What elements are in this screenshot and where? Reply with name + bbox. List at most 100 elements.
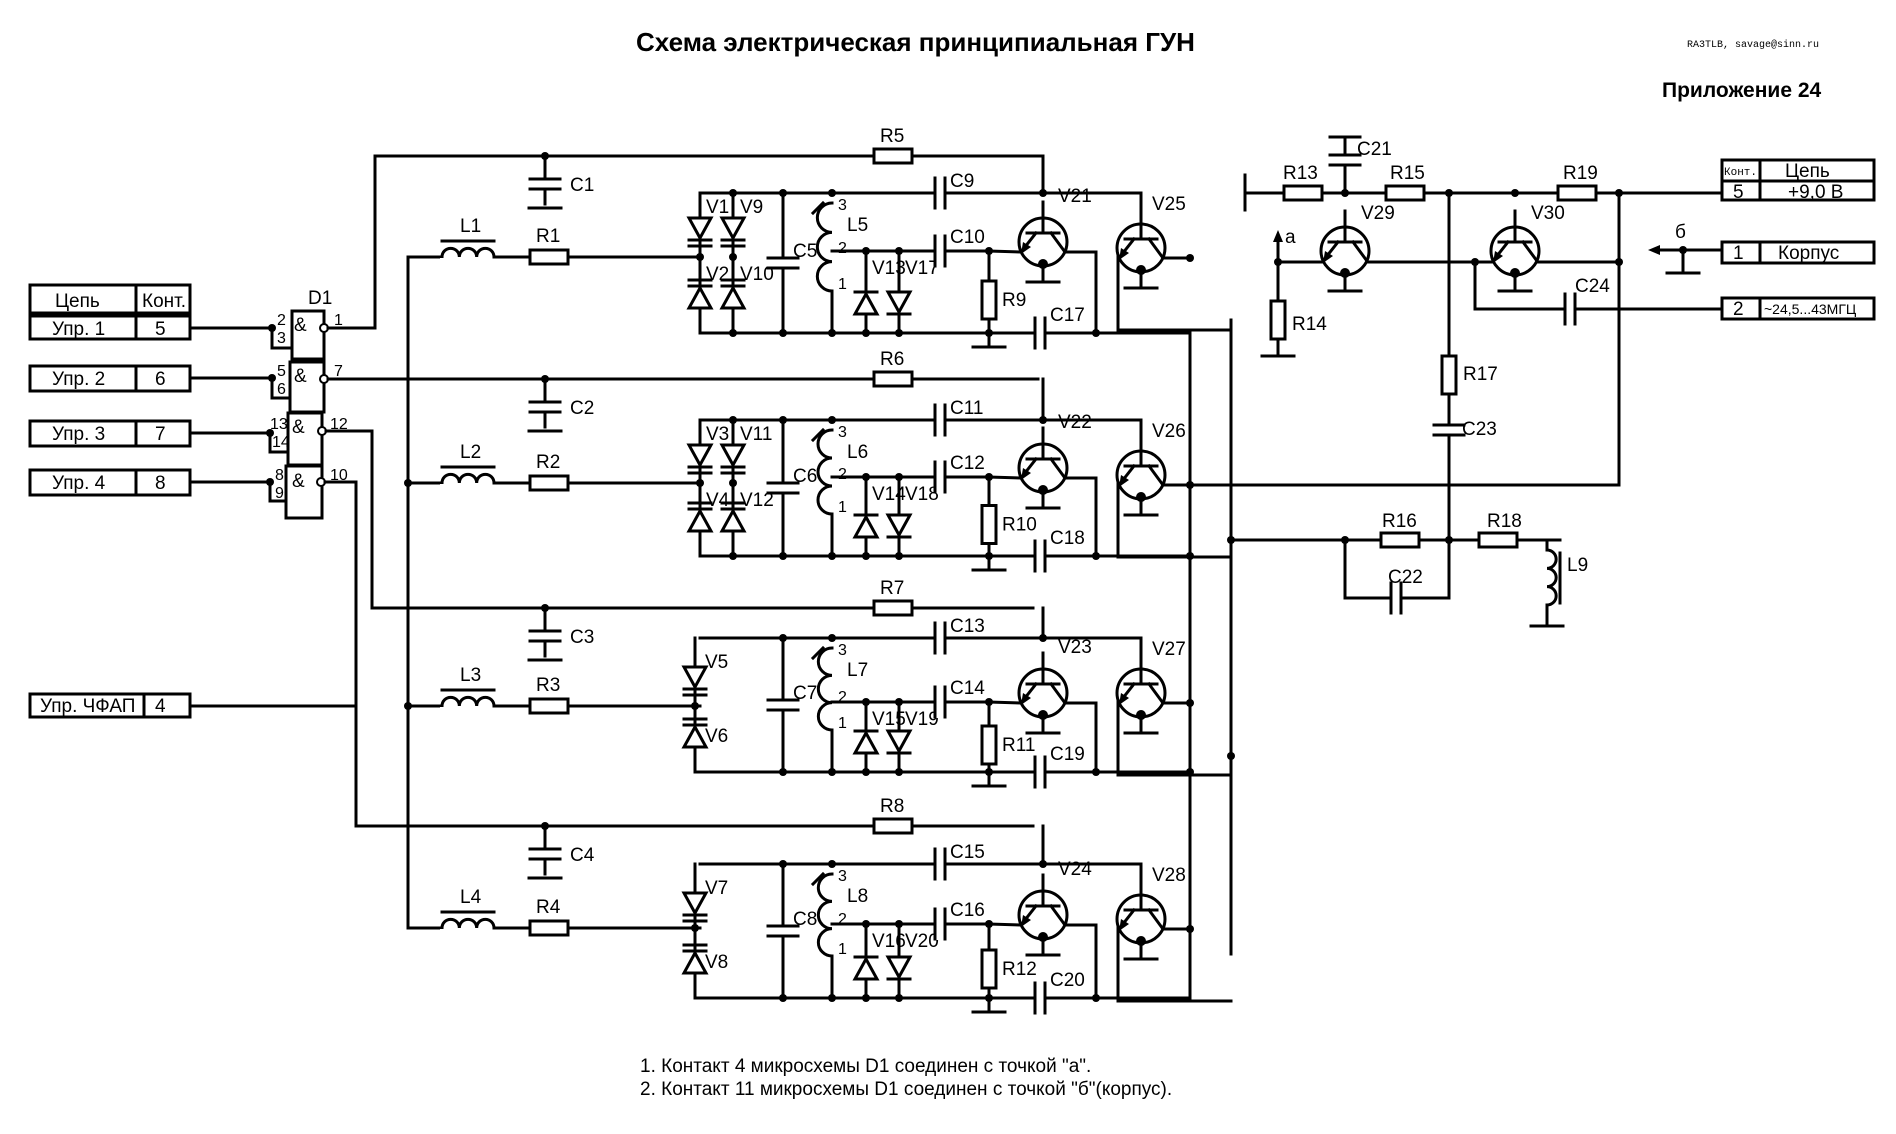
junction-dot	[828, 189, 836, 197]
component-label: C5	[793, 241, 817, 262]
varicap-symbol	[681, 943, 709, 975]
tap-label: 1	[838, 941, 847, 958]
junction-dot	[729, 416, 737, 424]
pin-label: 7	[334, 363, 343, 380]
capacitor-gap	[1329, 154, 1361, 166]
capacitor-symbol	[933, 460, 947, 494]
wire	[1116, 254, 1233, 332]
capacitor-gap	[767, 482, 799, 494]
junction-dot	[828, 860, 836, 868]
varicap-symbol	[719, 443, 747, 475]
component-label: L8	[847, 886, 868, 907]
component-label: V12	[740, 490, 774, 511]
emitter-arrow	[1119, 475, 1129, 487]
tuning-slug-icon	[810, 871, 826, 887]
wire	[1188, 191, 1621, 487]
pin-label: 14	[272, 434, 290, 451]
point-b-arrow	[1648, 245, 1660, 255]
component-label: C8	[793, 909, 817, 930]
component-label: C23	[1462, 419, 1497, 440]
chip-d1: D1 & & & & 2 3 1 5 6 7 13 14 12 8 9 10	[188, 154, 1045, 828]
component-label: C4	[570, 845, 595, 866]
component-label: V20	[905, 931, 939, 952]
wire	[1116, 925, 1233, 1003]
component-label: V24	[1058, 859, 1092, 880]
component-label: L1	[460, 216, 481, 237]
wire	[1041, 418, 1143, 437]
junction-dot	[1340, 268, 1350, 278]
wire	[1063, 250, 1098, 335]
component-label: R8	[880, 796, 904, 817]
diode-triangle	[852, 729, 880, 755]
capacitor-gap	[934, 848, 946, 880]
wire	[1515, 538, 1549, 552]
pin-label: 8	[275, 467, 284, 484]
capacitor-symbol	[1033, 539, 1047, 573]
tap-label: 1	[838, 715, 847, 732]
wire	[1041, 636, 1143, 655]
emitter-arrow	[1021, 915, 1031, 927]
table-row-net: Упр. 1	[52, 319, 105, 340]
capacitor-symbol	[933, 621, 947, 655]
junction-dot	[1136, 265, 1146, 275]
component-label: R13	[1283, 163, 1318, 184]
capacitor-gap	[767, 925, 799, 937]
component-label: L6	[847, 442, 868, 463]
resistor-symbol	[1556, 184, 1598, 202]
component-label: L7	[847, 660, 868, 681]
pin-label: 10	[330, 467, 348, 484]
resistor-symbol	[872, 817, 914, 835]
capacitor-gap	[934, 461, 946, 493]
diode-symbol	[885, 513, 913, 539]
resistor-symbol	[1379, 531, 1421, 549]
diode-triangle	[681, 665, 709, 691]
pin-label: 12	[330, 416, 348, 433]
component-label: R11	[1002, 735, 1035, 756]
capacitor-gap	[529, 178, 561, 190]
appendix-label: Приложение 24	[1662, 79, 1822, 102]
component-label: L3	[460, 665, 481, 686]
transistor-collector	[1520, 239, 1540, 264]
component-label: C11	[950, 398, 983, 419]
component-label: C17	[1050, 305, 1085, 326]
emitter-arrow	[1119, 248, 1129, 260]
component-label: V19	[905, 709, 939, 730]
transistor-V23	[1017, 651, 1069, 735]
diode-symbol	[852, 955, 880, 981]
inductor-coil	[816, 646, 834, 732]
junction-dot	[1038, 485, 1048, 495]
capacitor-gap	[934, 686, 946, 718]
inductor-symbol	[1545, 548, 1558, 607]
table-row-net: Упр. 3	[52, 424, 105, 445]
resistor-symbol	[1269, 299, 1287, 341]
capacitor-symbol	[933, 234, 947, 268]
component-label: C9	[950, 171, 974, 192]
inductor-symbol	[816, 428, 834, 516]
junction-dot	[1186, 552, 1194, 560]
component-label: C2	[570, 398, 594, 419]
component-label: V17	[905, 258, 939, 279]
capacitor-gap	[934, 908, 946, 940]
author-credit: RA3TLB, savage@sinn.ru	[1687, 39, 1819, 51]
inductor-symbol	[816, 646, 834, 732]
component-label: V16	[872, 931, 906, 952]
resistor-symbol	[528, 697, 570, 715]
emitter-arrow	[1021, 693, 1031, 705]
junction-dot	[1186, 768, 1194, 776]
inductor-coil	[440, 246, 496, 259]
junction-dot	[1136, 492, 1146, 502]
component-label: R17	[1463, 364, 1498, 385]
capacitor-symbol	[1033, 316, 1047, 350]
diode-symbol	[885, 955, 913, 981]
component-label: C7	[793, 683, 817, 704]
diode-symbol	[852, 513, 880, 539]
resistor-symbol	[980, 279, 998, 321]
varicap-symbol	[681, 891, 709, 923]
capacitor-gap	[1564, 293, 1576, 325]
tap-label: 1	[838, 276, 847, 293]
wire	[988, 475, 1023, 480]
